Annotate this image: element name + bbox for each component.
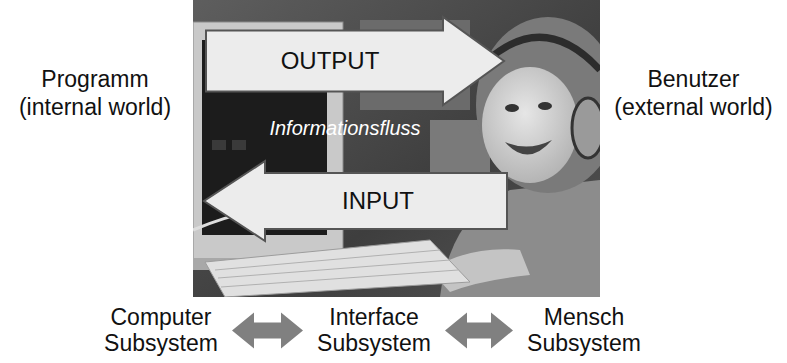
- block-arrow-body: [206, 17, 504, 105]
- node-text: OUTPUT: [281, 47, 380, 75]
- photo-content: [193, 0, 600, 297]
- subsystem-label: Interface Subsystem: [313, 304, 435, 357]
- subsystem-label: Computer Subsystem: [100, 304, 222, 357]
- node-text: Interface Subsystem: [313, 304, 435, 357]
- double-arrow: [445, 312, 513, 348]
- subsystem-label: Mensch Subsystem: [523, 304, 645, 357]
- node-text: Mensch Subsystem: [523, 304, 645, 357]
- text-column: Computer Subsystem: [100, 304, 222, 357]
- output-arrow: OUTPUT: [205, 16, 505, 106]
- node-text: Computer Subsystem: [100, 304, 222, 357]
- side-label: Benutzer (external world): [600, 66, 787, 121]
- flow-caption: Informationsfluss: [235, 116, 455, 140]
- input-arrow: INPUT: [203, 160, 508, 242]
- text-column: Mensch Subsystem: [523, 304, 645, 357]
- double-arrow: [232, 312, 303, 348]
- text-column: INPUT: [342, 187, 414, 215]
- side-label: Programm (internal world): [0, 66, 190, 121]
- node-text: INPUT: [342, 187, 414, 215]
- text-column: OUTPUT: [281, 47, 380, 75]
- block-arrow-body: [204, 161, 507, 241]
- text-column: Interface Subsystem: [313, 304, 435, 357]
